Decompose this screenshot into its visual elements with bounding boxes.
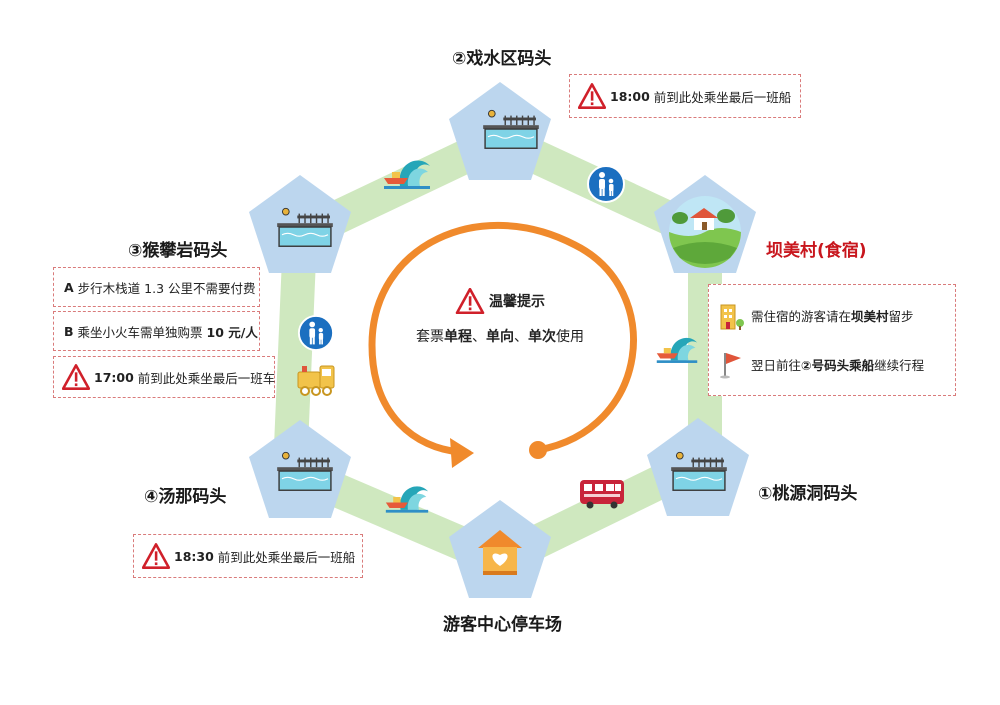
house-heart-icon	[478, 530, 522, 575]
note-text: 前到此处乘坐最后一班船	[653, 89, 792, 105]
option-b-prefix: B	[64, 323, 74, 339]
time-pier4: 18:30	[174, 548, 214, 564]
note-text: 步行木栈道 1.3 公里不需要付费	[77, 280, 256, 296]
label-pier4: ④汤那码头	[144, 487, 227, 507]
tip-title-row: 温馨提示	[400, 288, 600, 314]
tip-title: 温馨提示	[489, 294, 545, 310]
note-text: 翌日前往	[751, 358, 802, 373]
node-pier3[interactable]	[249, 175, 351, 273]
note-text: 前到此处乘坐最后一班船	[217, 549, 356, 565]
pier-boarding: ②号码头乘船	[801, 358, 875, 373]
tip-body: 套票单程、单向、单次使用	[400, 326, 600, 346]
node-center[interactable]	[449, 500, 551, 598]
note-text: 留步	[888, 309, 914, 324]
warning-icon	[578, 83, 606, 109]
tip-word-oneway: 单程	[444, 329, 472, 345]
node-pier2[interactable]	[449, 82, 551, 180]
note-pier3-b: B 乘坐小火车需单独购票 10 元/人	[53, 311, 260, 351]
flag-icon	[720, 352, 741, 378]
note-text: 需住宿的游客请在	[751, 309, 852, 324]
bus-icon	[580, 480, 624, 509]
note-pier2: 18:00 前到此处乘坐最后一班船	[569, 74, 801, 118]
note-text: 前到此处乘坐最后一班车	[137, 370, 276, 386]
tip-sep: 、	[514, 329, 528, 345]
tip-word-single-use: 单次	[528, 329, 556, 345]
tip-word-single-direction: 单向	[486, 329, 514, 345]
node-pier4[interactable]	[249, 420, 351, 518]
village-scene-icon	[669, 196, 741, 268]
note-text: 继续行程	[874, 358, 925, 373]
tip-prefix: 套票	[416, 329, 444, 345]
warning-icon	[455, 288, 485, 314]
label-pier1: ①桃源洞码头	[758, 484, 858, 504]
note-pier4: 18:30 前到此处乘坐最后一班船	[133, 534, 363, 578]
tip-suffix: 使用	[556, 329, 584, 345]
node-pier1[interactable]	[647, 418, 749, 516]
arrow-head	[450, 438, 474, 468]
note-pier3-a: A 步行木栈道 1.3 公里不需要付费	[53, 267, 260, 307]
option-a-prefix: A	[64, 279, 74, 295]
village-line1: 需住宿的游客请在坝美村留步	[719, 301, 914, 331]
village-name: 坝美村	[851, 309, 889, 324]
pedestrian-sign-icon	[297, 314, 335, 352]
loop-arrow	[368, 221, 637, 456]
route-ring	[273, 123, 722, 577]
time-pier2: 18:00	[610, 88, 650, 104]
arrow-start-dot	[529, 441, 547, 459]
time-pier3: 17:00	[94, 369, 134, 385]
node-village[interactable]	[654, 175, 756, 273]
hotel-icon	[720, 304, 744, 330]
pedestrian-sign-icon	[587, 165, 625, 203]
label-center: 游客中心停车场	[443, 615, 562, 635]
label-pier3: ③猴攀岩码头	[128, 241, 228, 261]
tip-sep: 、	[472, 329, 486, 345]
warning-icon	[142, 543, 170, 569]
note-text: 乘坐小火车需单独购票	[77, 324, 203, 340]
warm-tip: 温馨提示 套票单程、单向、单次使用	[400, 288, 600, 346]
warning-icon	[62, 364, 90, 390]
label-pier2: ②戏水区码头	[452, 49, 552, 69]
note-pier3-time: 17:00 前到此处乘坐最后一班车	[53, 356, 275, 398]
train-price: 10 元/人	[206, 324, 258, 340]
train-icon	[297, 365, 335, 396]
label-village: 坝美村(食宿)	[766, 241, 867, 261]
